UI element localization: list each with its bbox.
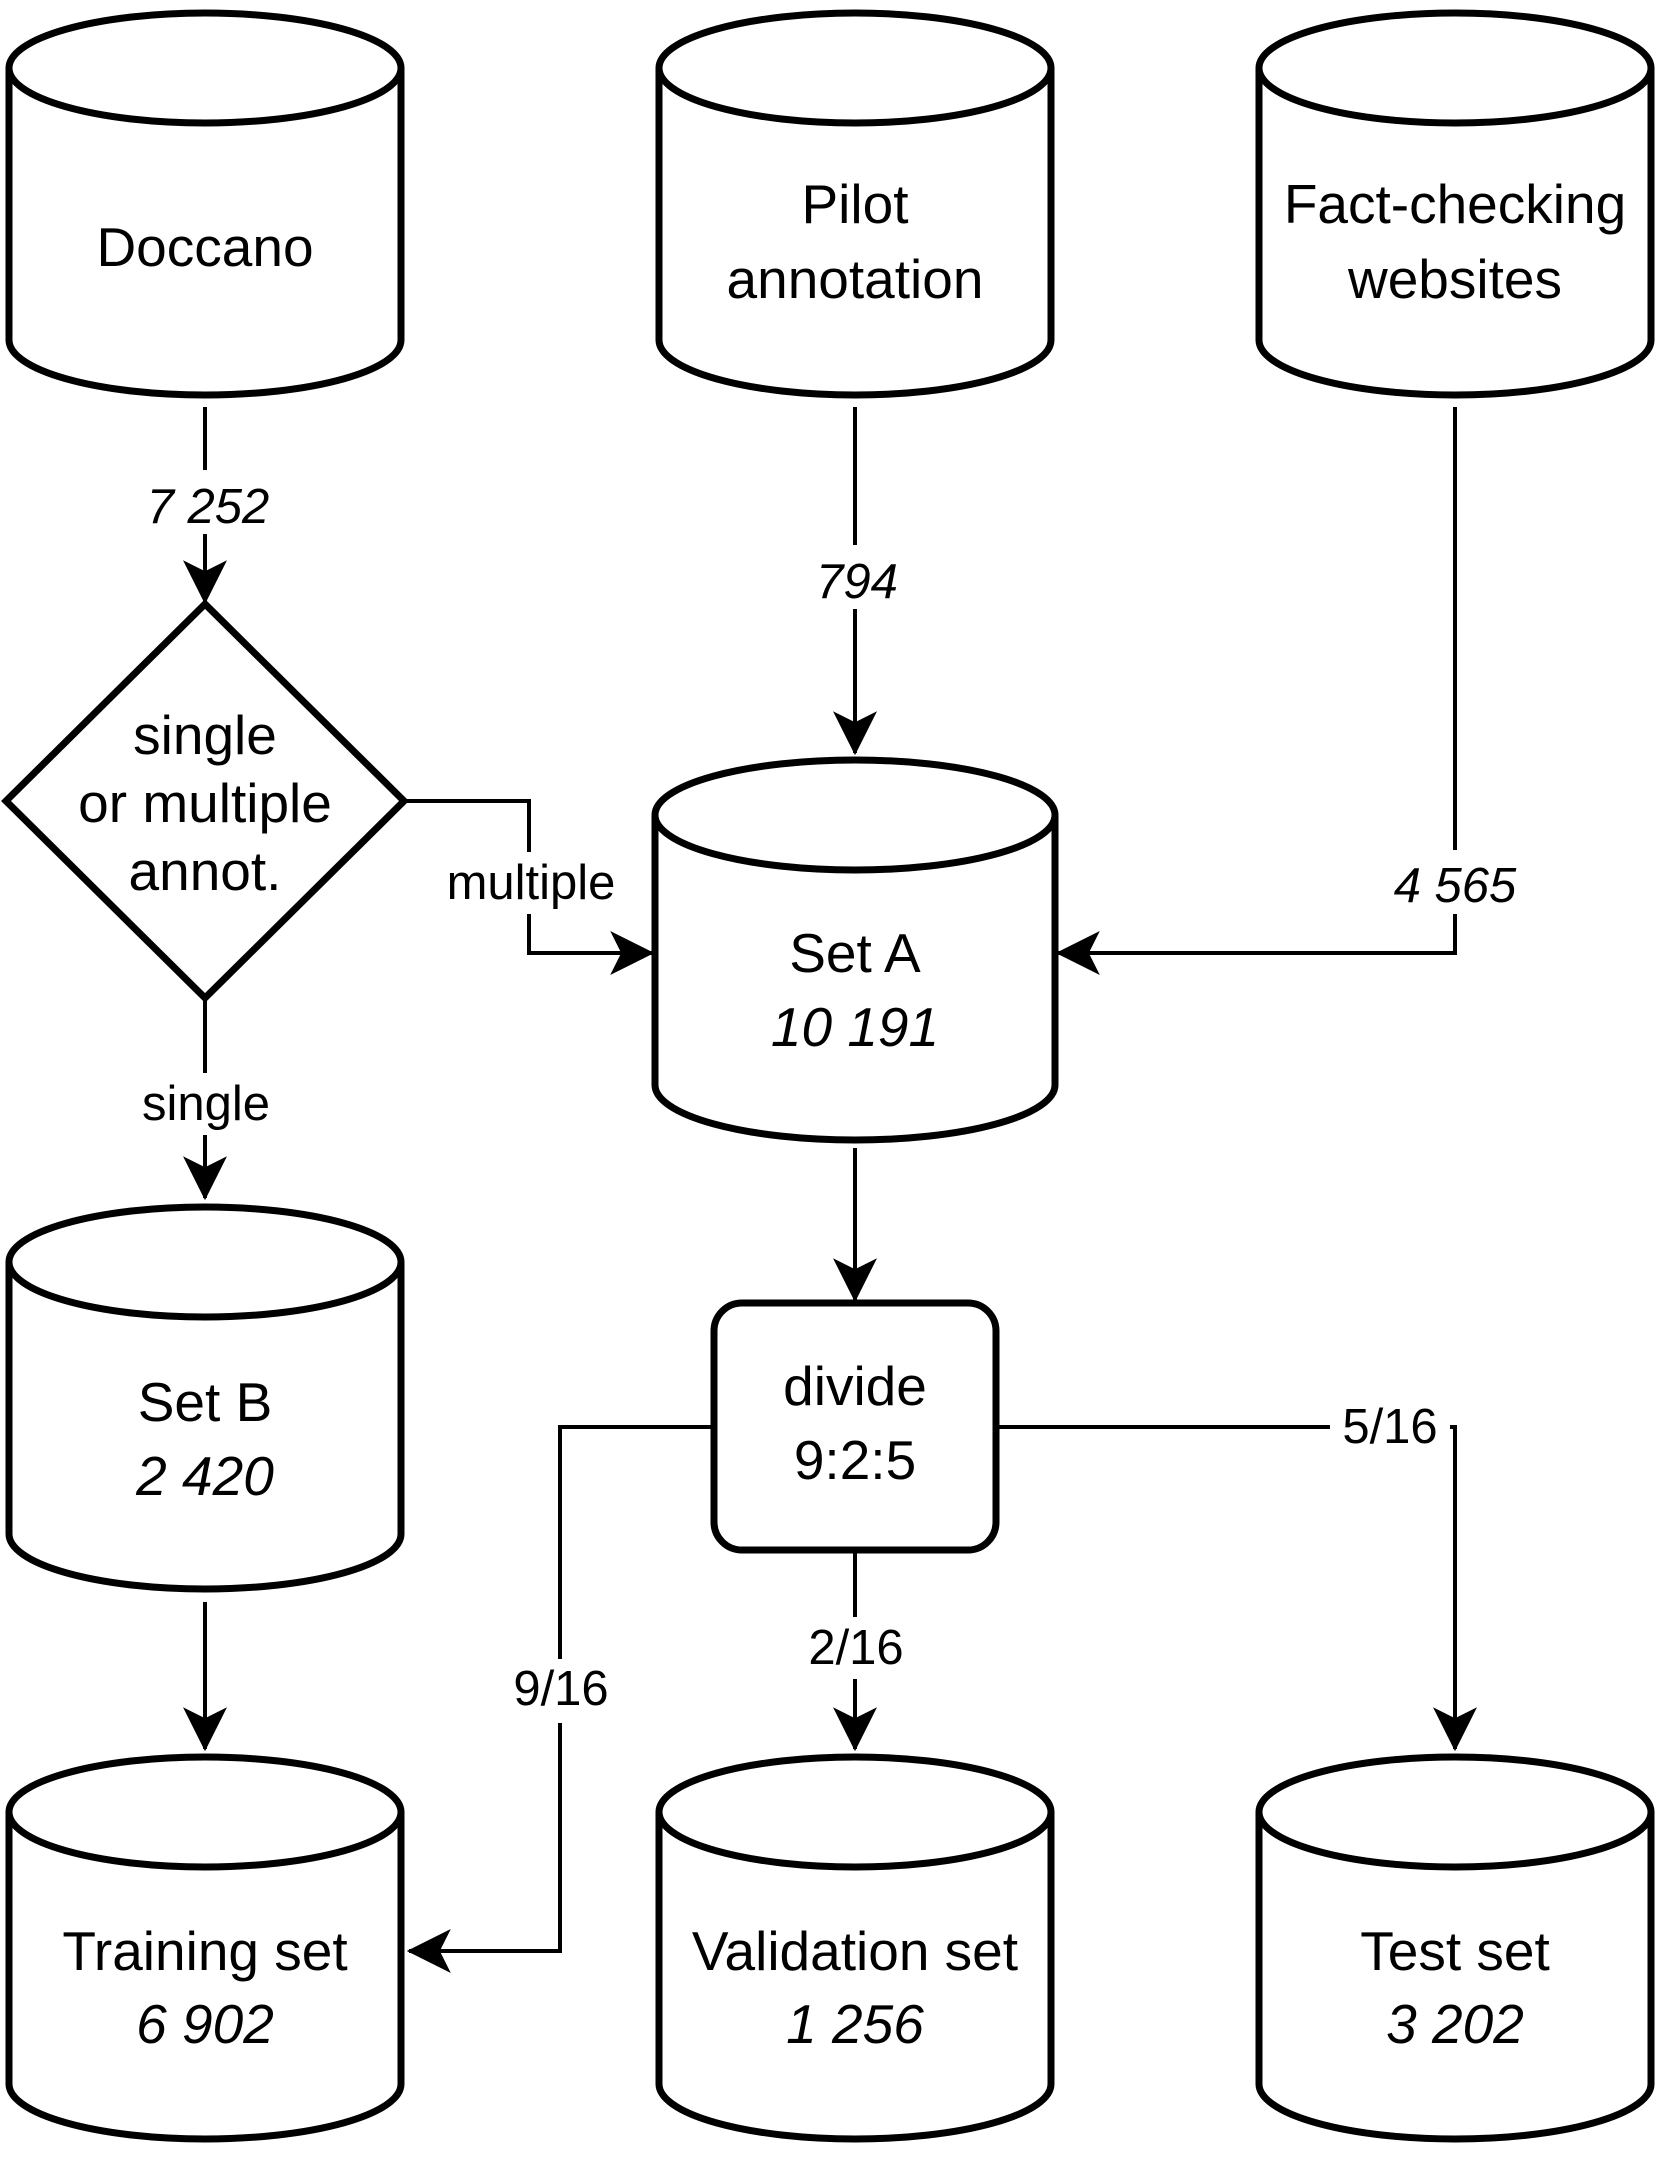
edge-decision-single-to-set-b: single xyxy=(125,1000,290,1201)
edge-divide-to-validation: 2/16 xyxy=(788,1552,923,1752)
node-label-training-set: Training set xyxy=(62,1920,347,1982)
node-pilot-annotation: Pilot annotation xyxy=(655,9,1055,399)
node-label-doccano: Doccano xyxy=(96,216,313,278)
node-label-decision-line1: single xyxy=(133,704,277,766)
edge-label-test-fraction: 5/16 xyxy=(1342,1400,1437,1454)
node-label-validation-set: Validation set xyxy=(692,1920,1018,1982)
edge-divide-to-training: 9/16 xyxy=(406,1425,712,1973)
edge-label-training-fraction: 9/16 xyxy=(513,1662,608,1716)
node-count-training-set: 6 902 xyxy=(136,1993,274,2055)
node-label-factcheck-line1: Fact-checking xyxy=(1284,173,1626,235)
node-label-test-set: Test set xyxy=(1360,1920,1550,1982)
edge-label-single: single xyxy=(142,1077,270,1131)
node-count-set-a: 10 191 xyxy=(771,996,939,1058)
edge-label-doccano-count: 7 252 xyxy=(147,480,270,534)
node-count-validation-set: 1 256 xyxy=(786,1993,924,2055)
node-label-set-b: Set B xyxy=(138,1371,273,1433)
edge-pilot-to-set-a: 794 xyxy=(800,407,910,756)
node-decision: single or multiple annot. xyxy=(1,599,409,1003)
node-set-b: Set B 2 420 xyxy=(5,1203,405,1593)
node-label-pilot-line2: annotation xyxy=(727,248,984,310)
node-count-set-b: 2 420 xyxy=(135,1445,274,1507)
edge-label-multiple: multiple xyxy=(447,856,616,910)
node-test-set: Test set 3 202 xyxy=(1255,1753,1655,2143)
edge-decision-multiple-to-set-a: multiple xyxy=(404,799,655,975)
node-label-pilot-line1: Pilot xyxy=(802,173,909,235)
node-label-decision-line2: or multiple xyxy=(78,772,332,834)
node-label-factcheck-line2: websites xyxy=(1347,248,1562,310)
node-set-a: Set A 10 191 xyxy=(651,756,1059,1144)
node-divide: divide 9:2:5 xyxy=(710,1299,1000,1554)
node-training-set: Training set 6 902 xyxy=(5,1753,405,2143)
node-fact-checking-websites: Fact-checking websites xyxy=(1255,9,1655,399)
node-doccano: Doccano xyxy=(5,9,405,399)
edge-doccano-to-decision: 7 252 xyxy=(120,407,290,605)
node-label-decision-line3: annot. xyxy=(129,840,282,902)
edge-label-pilot-count: 794 xyxy=(816,555,898,609)
node-validation-set: Validation set 1 256 xyxy=(655,1753,1055,2143)
node-label-divide-line1: divide xyxy=(783,1355,927,1417)
node-label-set-a: Set A xyxy=(789,922,921,984)
edge-label-validation-fraction: 2/16 xyxy=(808,1621,903,1675)
node-count-test-set: 3 202 xyxy=(1386,1993,1524,2055)
node-label-divide-line2: 9:2:5 xyxy=(794,1429,916,1491)
edge-factcheck-to-set-a: 4 565 xyxy=(1055,407,1540,975)
edge-divide-to-test: 5/16 xyxy=(998,1398,1477,1752)
edge-label-factcheck-count: 4 565 xyxy=(1394,859,1517,913)
